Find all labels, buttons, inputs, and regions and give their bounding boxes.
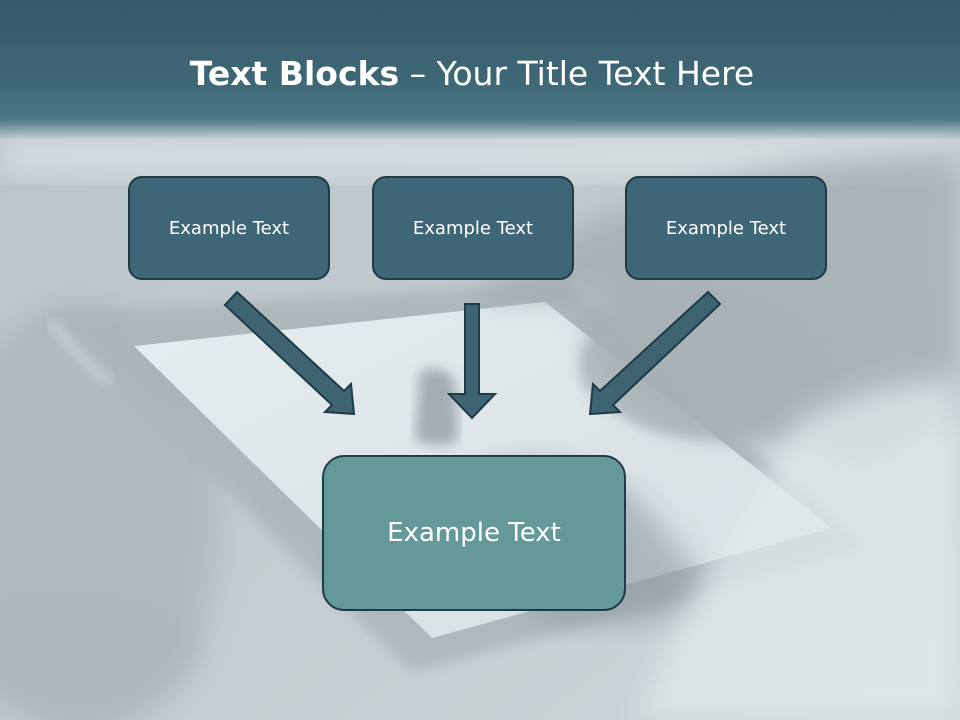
title-rest-part: Your Title Text Here [436,54,755,93]
header-band [0,0,960,140]
bottom-box[interactable]: Example Text [322,455,626,611]
bottom-box-label: Example Text [387,518,561,548]
title-separator: – [399,54,437,93]
top-box-3-label: Example Text [665,217,787,239]
top-box-3[interactable]: Example Text [625,176,827,280]
top-box-1[interactable]: Example Text [128,176,330,280]
title-bold-part: Text Blocks [189,54,400,93]
slide-title: Text Blocks – Your Title Text Here [0,52,944,96]
top-box-2[interactable]: Example Text [372,176,574,280]
arrow-left [223,290,356,416]
top-box-2-label: Example Text [412,217,534,239]
arrow-center [446,303,498,420]
arrow-right [588,290,722,416]
top-box-1-label: Example Text [168,217,290,239]
